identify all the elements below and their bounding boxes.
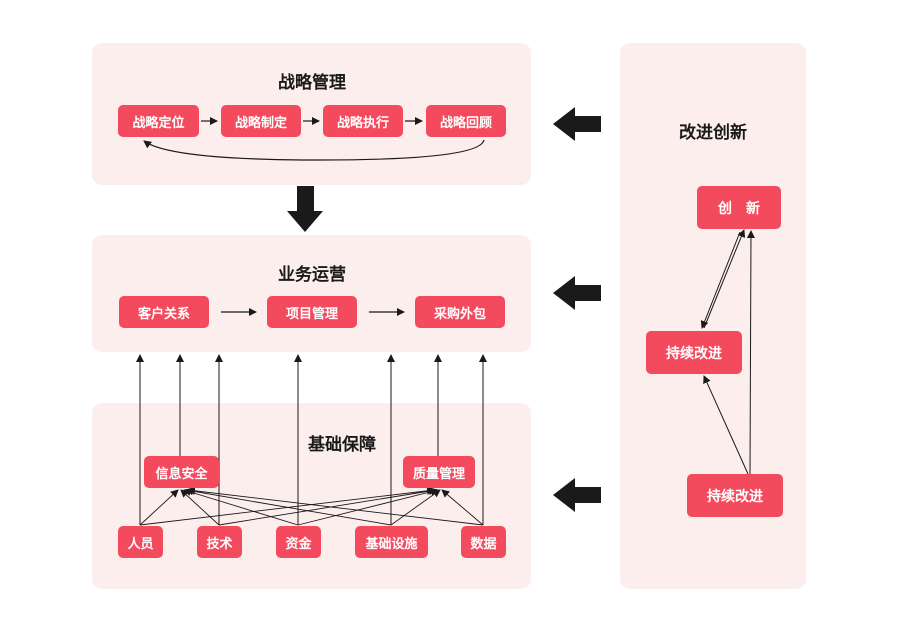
feedback-curve [143,139,485,161]
operations-customer-relations: 客户关系 [119,296,209,328]
improvement-innovation: 创 新 [697,186,781,229]
foundation-title: 基础保障 [308,435,376,455]
improvement-continuous-upper: 持续改进 [646,331,742,374]
arrow-innovation-upper [700,231,741,329]
arrow-upper-innovation [703,229,746,329]
foundation-people: 人员 [118,526,163,558]
operations-project-management: 项目管理 [267,296,357,328]
improvement-continuous-lower: 持续改进 [687,474,783,517]
foundation-data: 数据 [461,526,506,558]
arrow-lower-upper [703,375,749,475]
improvement-title: 改进创新 [679,123,747,143]
foundation-info-security: 信息安全 [144,456,219,488]
operations-title: 业务运营 [278,265,346,285]
big-arrow-to-strategy [553,107,601,141]
foundation-panel [92,403,531,589]
big-arrow-to-operations [553,276,601,310]
strategy-step-formulation: 战略制定 [221,105,301,137]
foundation-infrastructure: 基础设施 [355,526,428,558]
operations-procurement: 采购外包 [415,296,505,328]
strategy-title: 战略管理 [278,73,346,93]
big-arrow-to-foundation [553,478,601,512]
arrow-lower-innovation [746,230,755,475]
operations-panel [92,235,531,352]
strategy-step-review: 战略回顾 [426,105,506,137]
foundation-funds: 资金 [276,526,321,558]
foundation-technology: 技术 [197,526,242,558]
big-arrow-down [287,186,323,232]
strategy-step-positioning: 战略定位 [118,105,199,137]
strategy-step-execution: 战略执行 [323,105,403,137]
foundation-quality-management: 质量管理 [403,456,475,488]
